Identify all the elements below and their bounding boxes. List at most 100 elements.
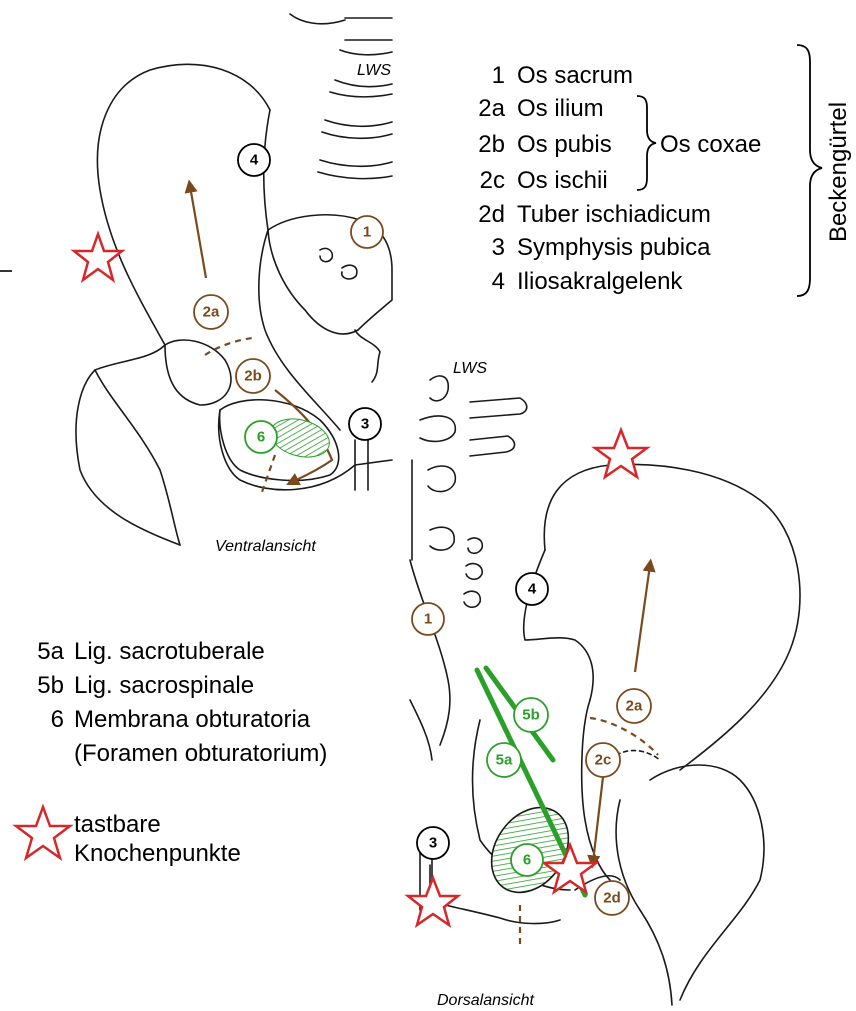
dorsal-badges: 4 1 2a 5b 5a 2c 6 3 bbox=[412, 573, 651, 915]
star-legend-line1: tastbare bbox=[74, 811, 161, 838]
legend-text-3: Symphysis pubica bbox=[517, 234, 711, 261]
legend-text-2b: Os pubis bbox=[517, 131, 612, 158]
lumbar-vertebra bbox=[340, 50, 392, 55]
badge-d-2a: 2a bbox=[617, 689, 651, 723]
legend-text-2a: Os ilium bbox=[517, 95, 604, 122]
badge-v-1-label: 1 bbox=[363, 224, 371, 241]
lumbar-vertebra bbox=[318, 172, 392, 179]
badge-v-1: 1 bbox=[351, 216, 383, 248]
badge-d-2a-label: 2a bbox=[626, 698, 643, 715]
dorsal-ilium-arrow bbox=[635, 565, 650, 672]
ventral-lws-label: LWS bbox=[357, 62, 391, 79]
legend-num-5b: 5b bbox=[37, 672, 64, 699]
sacral-process bbox=[468, 538, 482, 553]
ilium-outline bbox=[76, 64, 270, 545]
lumbar-vertebra bbox=[320, 160, 392, 166]
spinous-process bbox=[430, 376, 448, 401]
badge-d-5a-label: 5a bbox=[496, 752, 513, 769]
badge-d-2c-label: 2c bbox=[595, 752, 612, 769]
lumbar-vertebra bbox=[335, 80, 392, 87]
badge-d-4-label: 4 bbox=[528, 581, 537, 598]
legend-top: 1 Os sacrum 2a Os ilium 2b Os pubis 2c O… bbox=[478, 45, 852, 296]
badge-v-4-label: 4 bbox=[250, 152, 259, 169]
sacral-foramen bbox=[320, 248, 332, 261]
coccyx bbox=[410, 700, 432, 760]
spinous-process bbox=[430, 527, 454, 550]
lumbar-vertebra bbox=[322, 132, 392, 138]
star-legend-line2: Knochenpunkte bbox=[74, 840, 241, 867]
star-legend-icon bbox=[16, 807, 70, 858]
badge-d-6-label: 6 bbox=[523, 852, 531, 869]
lumbar-vertebra bbox=[290, 14, 345, 24]
dorsal-ilium-outline bbox=[544, 464, 800, 770]
badge-d-4: 4 bbox=[516, 573, 548, 605]
legend-text-5a: Lig. sacrotuberale bbox=[74, 638, 265, 665]
legend-num-2d: 2d bbox=[478, 201, 505, 228]
badge-d-3-label: 3 bbox=[429, 835, 437, 852]
dorsal-star-iliac-crest bbox=[595, 430, 647, 477]
legend-text-2d: Tuber ischiadicum bbox=[517, 201, 711, 228]
spinous-process bbox=[428, 466, 455, 492]
ventral-view bbox=[76, 14, 392, 545]
os-coxae-label: Os coxae bbox=[660, 131, 761, 158]
badge-d-5a: 5a bbox=[487, 743, 521, 777]
badge-d-1-label: 1 bbox=[424, 611, 432, 628]
badge-v-3: 3 bbox=[349, 408, 381, 440]
os-coxae-brace bbox=[637, 96, 656, 190]
sacral-foramen bbox=[342, 265, 357, 279]
transverse-process bbox=[470, 398, 527, 418]
legend-text-4: Iliosakralgelenk bbox=[517, 268, 683, 295]
legend-text-1: Os sacrum bbox=[517, 62, 633, 89]
legend-text-6-sub: (Foramen obturatorium) bbox=[74, 740, 327, 767]
dorsal-lws-label: LWS bbox=[453, 360, 487, 377]
legend-num-2a: 2a bbox=[478, 95, 505, 122]
legend-num-2b: 2b bbox=[478, 131, 505, 158]
badge-v-6-label: 6 bbox=[257, 429, 265, 446]
beckenguertel-label: Beckengürtel bbox=[825, 102, 852, 242]
badge-v-3-label: 3 bbox=[361, 416, 369, 433]
legend-num-2c: 2c bbox=[480, 167, 505, 194]
badge-d-3: 3 bbox=[417, 827, 449, 859]
transverse-process bbox=[470, 436, 515, 456]
badge-v-2a-label: 2a bbox=[203, 304, 220, 321]
legend-text-2c: Os ischii bbox=[517, 167, 608, 194]
legend-num-3: 3 bbox=[492, 234, 505, 261]
badge-v-2b: 2b bbox=[236, 359, 270, 393]
lumbar-vertebra bbox=[325, 120, 392, 126]
ilium-arrow bbox=[190, 186, 206, 278]
badge-v-4: 4 bbox=[238, 144, 270, 176]
sacrum-lateral bbox=[410, 560, 450, 745]
badge-d-2c: 2c bbox=[586, 743, 620, 777]
beckenguertel-brace bbox=[797, 45, 822, 296]
pubis-ischium-boundary bbox=[262, 455, 275, 492]
dorsal-femur-head bbox=[650, 765, 764, 1000]
badge-d-5b: 5b bbox=[514, 698, 548, 732]
badge-v-2b-label: 2b bbox=[244, 368, 262, 385]
legend-num-6: 6 bbox=[51, 706, 64, 733]
legend-ligaments: 5a Lig. sacrotuberale 5b Lig. sacrospina… bbox=[16, 638, 327, 867]
ilium-pubis-boundary bbox=[205, 338, 252, 355]
badge-d-2d-label: 2d bbox=[603, 890, 621, 907]
ventral-palpable-star bbox=[74, 234, 122, 280]
legend-num-5a: 5a bbox=[37, 638, 64, 665]
lumbar-vertebra bbox=[330, 92, 392, 97]
coccyx bbox=[355, 330, 380, 382]
legend-text-5b: Lig. sacrospinale bbox=[74, 672, 254, 699]
legend-num-1: 1 bbox=[492, 62, 505, 89]
femur-head bbox=[165, 340, 231, 405]
dorsal-ischium-arrow bbox=[593, 777, 603, 862]
legend-num-4: 4 bbox=[492, 268, 505, 295]
ilium-inner bbox=[259, 110, 340, 430]
sacral-process bbox=[464, 591, 480, 607]
spinous-process bbox=[420, 416, 455, 441]
badge-d-5b-label: 5b bbox=[522, 707, 540, 724]
badge-v-6: 6 bbox=[245, 421, 277, 453]
badge-d-2d: 2d bbox=[595, 881, 629, 915]
dorsal-view-label: Dorsalansicht bbox=[437, 992, 534, 1009]
dorsal-star-symphysis bbox=[408, 878, 458, 925]
badge-d-6: 6 bbox=[511, 844, 543, 876]
badge-d-1: 1 bbox=[412, 603, 444, 635]
legend-text-6: Membrana obturatoria bbox=[74, 706, 311, 733]
badge-v-2a: 2a bbox=[194, 295, 228, 329]
